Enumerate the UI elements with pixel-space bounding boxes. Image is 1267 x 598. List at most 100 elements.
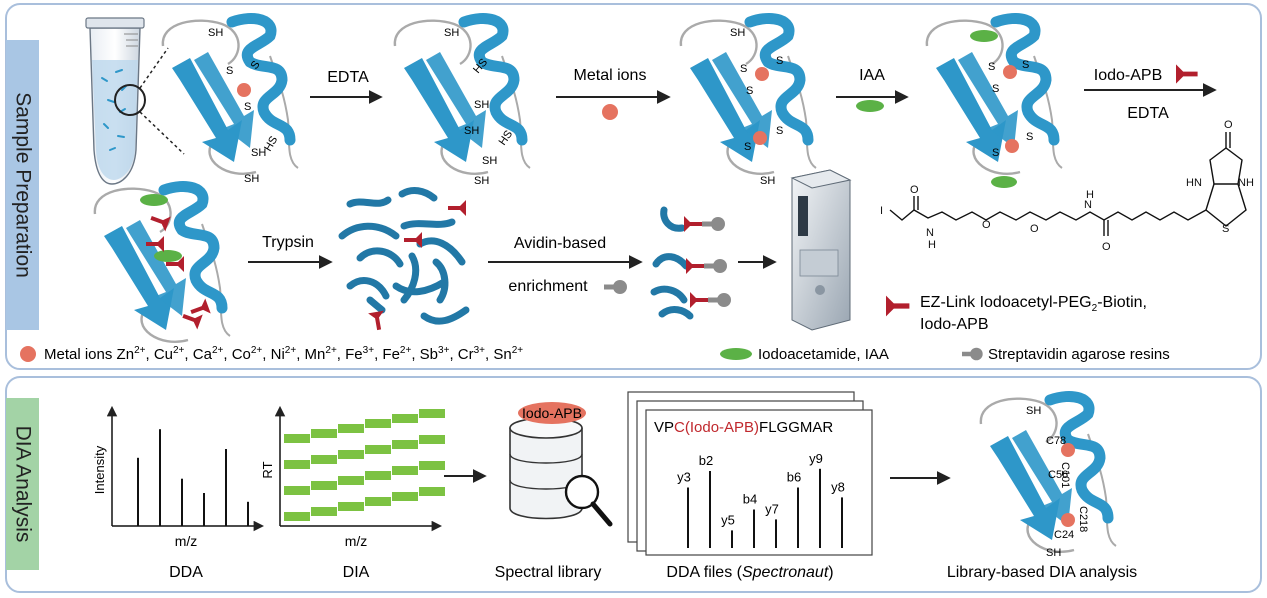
svg-text:SH: SH bbox=[1026, 405, 1041, 417]
atom-hn: HN bbox=[1186, 177, 1202, 189]
step-iaa: IAA bbox=[859, 67, 885, 84]
dia-window bbox=[311, 507, 337, 516]
dia-xlabel: m/z bbox=[345, 533, 368, 549]
fragment-label: y3 bbox=[677, 470, 691, 485]
dia-window bbox=[392, 466, 418, 475]
legend-metal-ions: Metal ions Zn2+, Cu2+, Ca2+, Co2+, Ni2+,… bbox=[44, 345, 523, 363]
fragment-label: y8 bbox=[831, 479, 845, 494]
fragment-label: y9 bbox=[809, 451, 823, 466]
atom-i: I bbox=[880, 205, 883, 217]
dda-xlabel: m/z bbox=[175, 533, 198, 549]
svg-text:S: S bbox=[988, 61, 995, 73]
legend-ion-charge: 3+ bbox=[438, 345, 450, 356]
legend-ion: Mn bbox=[305, 346, 326, 363]
svg-text:C78: C78 bbox=[1046, 435, 1066, 447]
reagent-name-line2: Iodo-APB bbox=[920, 316, 988, 333]
fragment-label: b6 bbox=[787, 470, 801, 485]
fragment-label: y7 bbox=[765, 501, 779, 516]
svg-text:SH: SH bbox=[464, 125, 479, 137]
legend-ion-charge: 2+ bbox=[512, 345, 524, 356]
svg-text:SH: SH bbox=[244, 173, 259, 185]
svg-text:S: S bbox=[744, 141, 751, 153]
svg-text:S: S bbox=[1026, 131, 1033, 143]
dia-window bbox=[365, 497, 391, 506]
legend-ion-charge: 2+ bbox=[285, 345, 297, 356]
dia-window bbox=[311, 455, 337, 464]
atom-o: O bbox=[982, 219, 991, 231]
dda-plot: Intensity m/z bbox=[92, 405, 265, 549]
protein-state-3: SH S S S S S SH bbox=[681, 18, 816, 187]
legend-ion-charge: 3+ bbox=[363, 345, 375, 356]
legend-iaa: Iodoacetamide, IAA bbox=[758, 346, 889, 363]
legend-ion: Cr bbox=[458, 346, 474, 363]
reagent-name: EZ-Link Iodoacetyl-PEG2-Biotin, bbox=[920, 294, 1147, 314]
dia-window bbox=[365, 471, 391, 480]
legend-ion-charge: 2+ bbox=[251, 345, 263, 356]
peptide-mixture bbox=[338, 187, 470, 325]
dia-window bbox=[392, 414, 418, 423]
protein-state-4: S S S S S bbox=[927, 18, 1062, 188]
legend-ion-charge: 2+ bbox=[212, 345, 224, 356]
dia-window bbox=[284, 512, 310, 521]
legend-ion-charge: 2+ bbox=[325, 345, 337, 356]
atom-o: O bbox=[1030, 223, 1039, 235]
step-edta: EDTA bbox=[327, 69, 369, 86]
legend-ion: Cu bbox=[154, 346, 173, 363]
dia-window bbox=[392, 492, 418, 501]
svg-text:S: S bbox=[244, 101, 251, 113]
legend-ion-charge: 2+ bbox=[400, 345, 412, 356]
legend-ion: Ni bbox=[271, 346, 285, 363]
atom-s: S bbox=[1222, 223, 1229, 235]
step-avidin-2: enrichment bbox=[508, 278, 588, 295]
metal-ion-dot bbox=[602, 104, 618, 120]
dda-caption: DDA bbox=[169, 564, 203, 581]
dia-window bbox=[365, 419, 391, 428]
dda-ylabel: Intensity bbox=[92, 445, 107, 494]
svg-text:S: S bbox=[776, 55, 783, 67]
sample-prep-title: Sample Preparation bbox=[11, 92, 34, 278]
atom-h: H bbox=[928, 239, 936, 251]
legend-ion: Ca bbox=[193, 346, 213, 363]
svg-text:S: S bbox=[226, 65, 233, 77]
legend-ion: Fe bbox=[382, 346, 400, 363]
atom-n: N bbox=[1084, 199, 1092, 211]
svg-text:S: S bbox=[1022, 59, 1029, 71]
enriched-peptides bbox=[650, 206, 731, 320]
dia-window bbox=[392, 440, 418, 449]
dia-plot: RT m/z bbox=[260, 405, 445, 549]
peptide-sequence: VPC(Iodo-APB)FLGGMAR bbox=[654, 419, 833, 436]
svg-text:S: S bbox=[992, 83, 999, 95]
dia-window bbox=[311, 429, 337, 438]
sample-prep-sidebar bbox=[6, 40, 39, 330]
sites-caption: Library-based DIA analysis bbox=[947, 564, 1137, 581]
legend-ion: Sb bbox=[420, 346, 438, 363]
svg-text:C56: C56 bbox=[1048, 469, 1068, 481]
svg-text:SH: SH bbox=[251, 147, 266, 159]
legend-ion: Co bbox=[232, 346, 251, 363]
svg-text:C24: C24 bbox=[1054, 529, 1074, 541]
legend-ion: Zn bbox=[117, 346, 135, 363]
sample-tube bbox=[85, 17, 185, 185]
mass-spectrometer-icon bbox=[790, 169, 852, 331]
fragment-label: b4 bbox=[743, 492, 757, 507]
legend-resin: Streptavidin agarose resins bbox=[988, 346, 1170, 363]
library-tag: Iodo-APB bbox=[522, 405, 582, 421]
legend-ion: Sn bbox=[493, 346, 511, 363]
dia-window bbox=[284, 460, 310, 469]
dia-title: DIA Analysis bbox=[11, 426, 34, 543]
atom-h: H bbox=[1086, 189, 1094, 201]
dia-ylabel: RT bbox=[260, 461, 275, 478]
dia-window bbox=[419, 487, 445, 496]
protein-state-1: SH S S S SH HS SH bbox=[163, 18, 298, 185]
protein-sites: SH C78 C101 C56 C218 C24 SH bbox=[981, 396, 1116, 559]
svg-text:SH: SH bbox=[482, 155, 497, 167]
iaa-pill bbox=[856, 100, 884, 112]
ddafiles-caption: DDA files (Spectronaut) bbox=[666, 564, 833, 581]
step-trypsin: Trypsin bbox=[262, 234, 314, 251]
legend-ion: Fe bbox=[345, 346, 363, 363]
atom-nh: NH bbox=[1238, 177, 1254, 189]
svg-text:SH: SH bbox=[474, 175, 489, 187]
svg-text:SH: SH bbox=[760, 175, 775, 187]
